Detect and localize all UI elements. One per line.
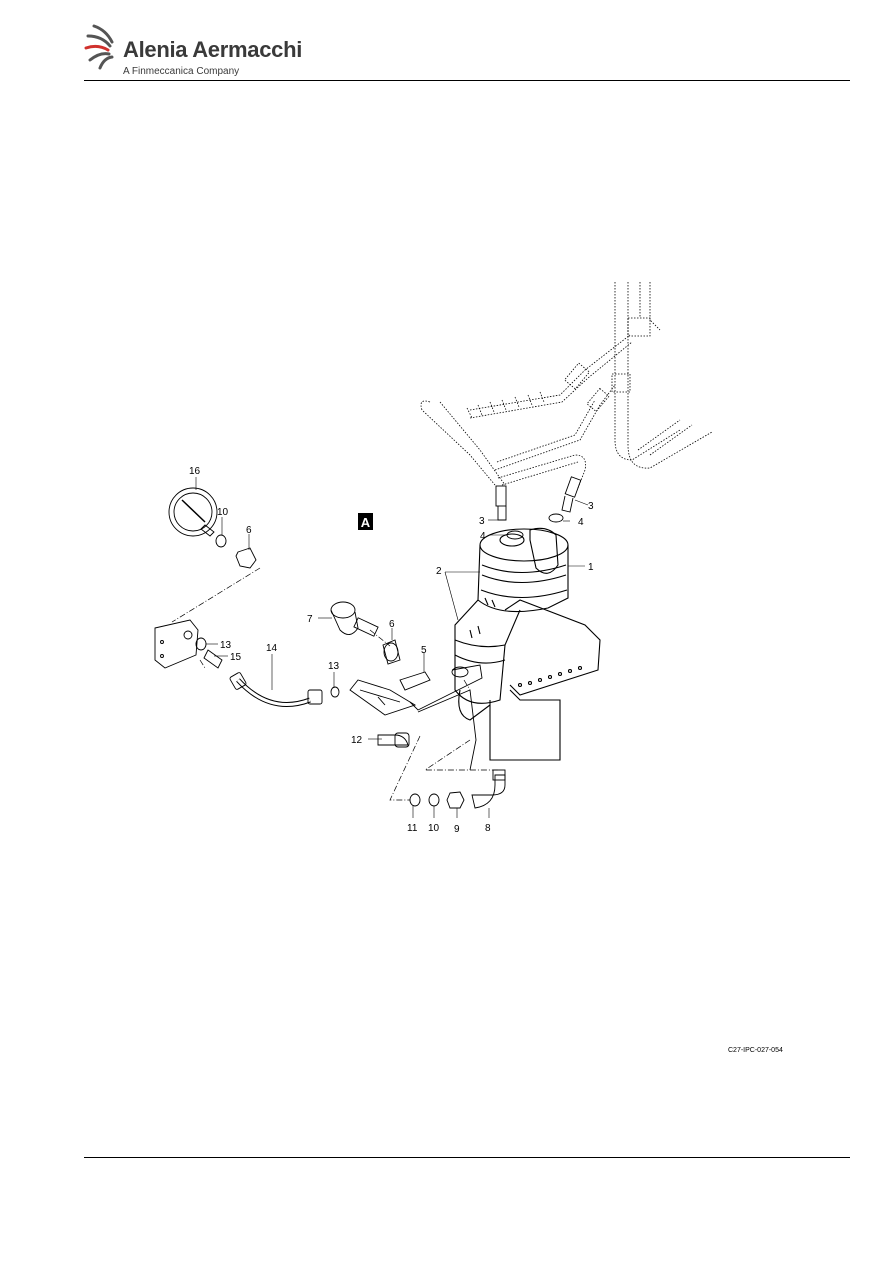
callout-4: 4	[480, 531, 486, 542]
callout-6: 6	[246, 525, 252, 536]
callout-8: 8	[485, 823, 491, 834]
leader-lines	[195, 477, 589, 818]
callout-13: 13	[328, 661, 340, 672]
callout-9: 9	[454, 824, 460, 835]
elbow-fitting	[377, 732, 410, 748]
fitting-stack	[330, 601, 401, 665]
callout-12: 12	[351, 735, 363, 746]
detail-letter: A	[361, 515, 371, 530]
callout-15: 15	[230, 652, 242, 663]
brand-tagline: A Finmeccanica Company	[123, 66, 240, 77]
assembly-lines	[171, 567, 500, 801]
callout-11: 11	[407, 823, 418, 834]
callout-16: 16	[189, 466, 201, 477]
pressure-gauge	[168, 487, 257, 569]
mounting-plate	[154, 619, 223, 669]
callout-2: 2	[436, 566, 442, 577]
brand-name: Alenia Aermacchi	[123, 37, 303, 62]
figure-reference: C27-IPC-027-054	[728, 1047, 783, 1054]
callout-13: 13	[220, 640, 232, 651]
callout-10: 10	[217, 507, 229, 518]
callout-4: 4	[578, 517, 584, 528]
footer-rule	[84, 1157, 850, 1158]
callout-3: 3	[588, 501, 594, 512]
callout-3: 3	[479, 516, 485, 527]
detail-view-box	[358, 513, 373, 530]
hose-assembly	[229, 672, 340, 707]
callout-labels: 1 2 3 3 4 4 5 6 6 7 8 9 10 10 11 12 13 1…	[189, 466, 594, 835]
callout-10: 10	[428, 823, 440, 834]
callout-1: 1	[588, 562, 594, 573]
alenia-swirl-logo-icon	[84, 24, 114, 70]
callout-5: 5	[421, 645, 427, 656]
callout-14: 14	[266, 643, 278, 654]
lower-fittings	[409, 769, 506, 809]
callout-6: 6	[389, 619, 395, 630]
callout-7: 7	[307, 614, 313, 625]
bracket-arm	[349, 664, 483, 771]
upper-fittings	[495, 476, 582, 540]
phantom-piping	[420, 282, 713, 489]
header-rule	[84, 80, 850, 81]
canister-body	[454, 527, 601, 761]
